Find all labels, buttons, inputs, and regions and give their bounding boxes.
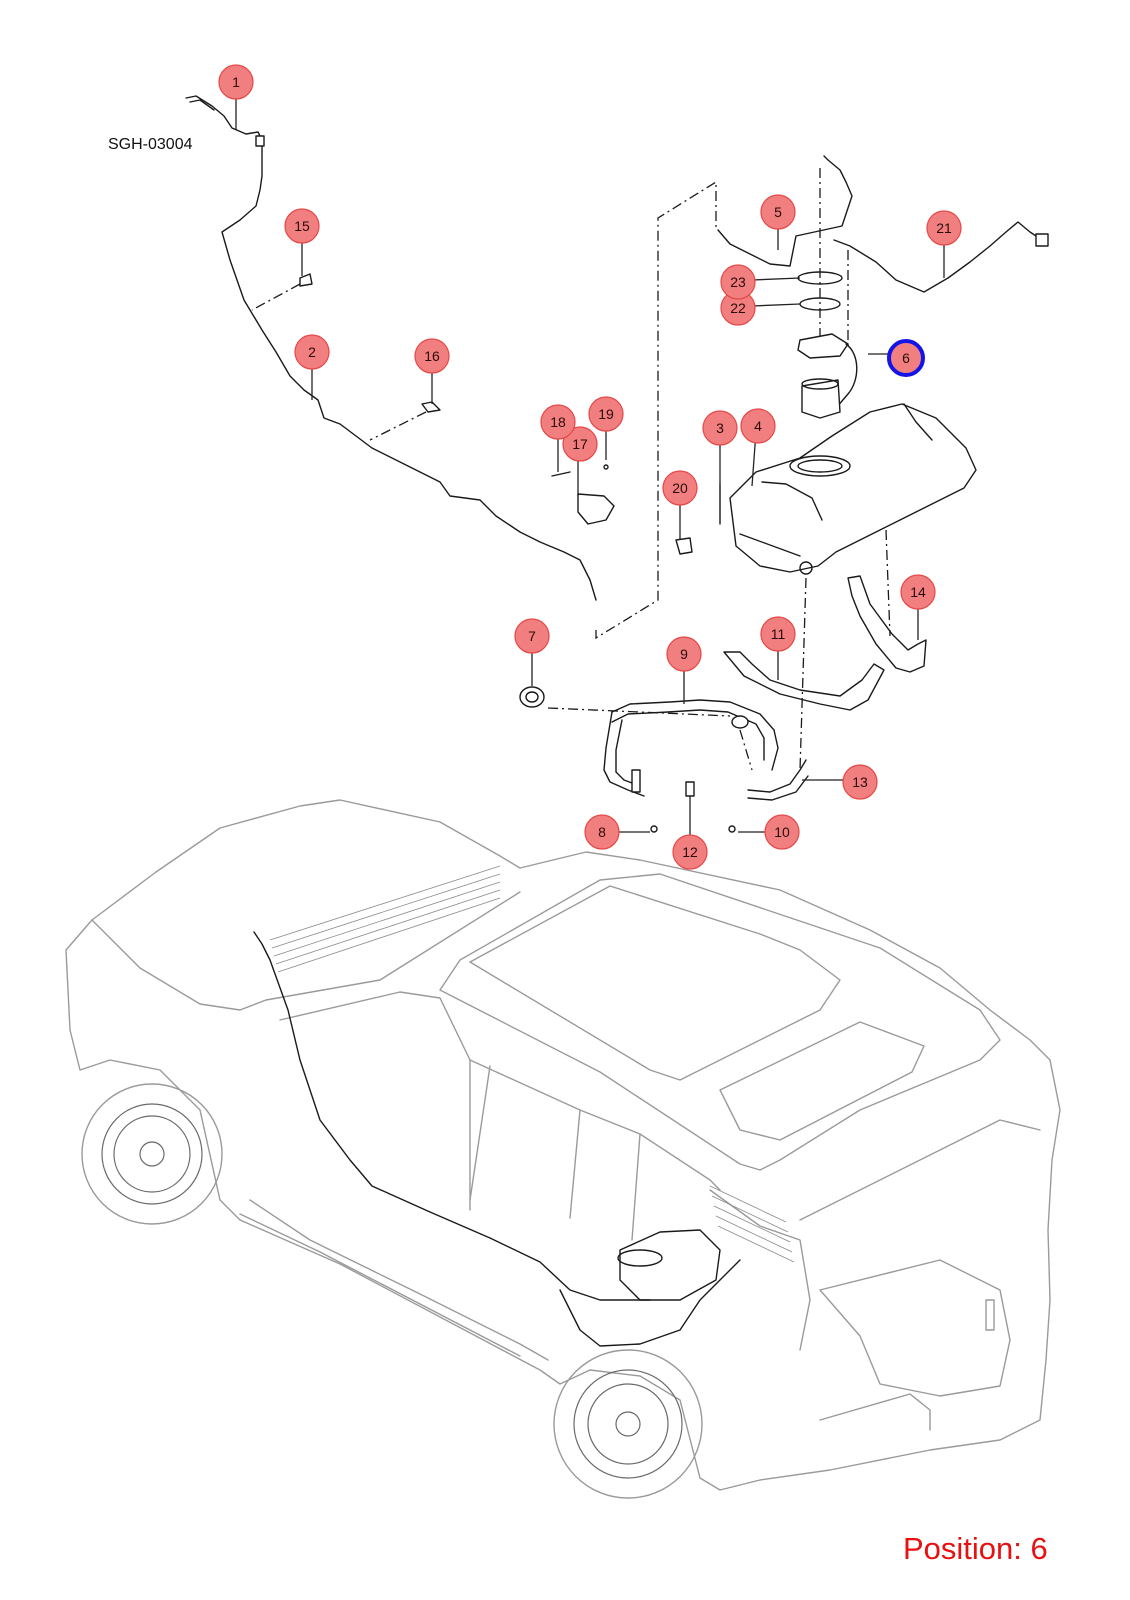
callout-19[interactable]: 19 — [588, 396, 624, 432]
part-16-clip — [421, 401, 441, 413]
part-21-harness — [833, 221, 1043, 293]
callout-21[interactable]: 21 — [926, 210, 962, 246]
diagram-code: SGH-03004 — [108, 136, 193, 153]
part-15-clip — [299, 273, 313, 287]
part-11-strap — [723, 651, 885, 711]
callout-4[interactable]: 4 — [740, 408, 776, 444]
callout-11-label: 11 — [771, 626, 786, 642]
callout-1-label: 1 — [232, 74, 240, 90]
callout-21-label: 21 — [936, 220, 952, 236]
callout-20[interactable]: 20 — [662, 470, 698, 506]
part-13-hose — [747, 759, 807, 793]
callout-11[interactable]: 11 — [760, 616, 796, 652]
callout-13[interactable]: 13 — [842, 764, 878, 800]
callout-3[interactable]: 3 — [702, 410, 738, 446]
dash-16 — [369, 411, 427, 441]
callout-17[interactable]: 17 — [562, 426, 598, 462]
callout-6-selected[interactable]: 6 — [887, 339, 925, 377]
callout-16[interactable]: 16 — [414, 338, 450, 374]
callout-4-label: 4 — [754, 418, 762, 434]
part-14-strap — [847, 575, 927, 673]
part-7-filler-cap — [519, 686, 545, 708]
callout-13-label: 13 — [852, 774, 868, 790]
callout-17-label: 17 — [572, 436, 588, 452]
callout-9-label: 9 — [680, 646, 688, 662]
part-4-fuel-tank — [729, 403, 977, 575]
callout-7[interactable]: 7 — [514, 618, 550, 654]
callout-8[interactable]: 8 — [584, 814, 620, 850]
callout-10[interactable]: 10 — [764, 814, 800, 850]
callout-18[interactable]: 18 — [540, 404, 576, 440]
callout-1[interactable]: 1 — [218, 64, 254, 100]
callout-15[interactable]: 15 — [284, 208, 320, 244]
callout-10-label: 10 — [774, 824, 790, 840]
callout-19-label: 19 — [598, 406, 614, 422]
callout-23[interactable]: 23 — [720, 264, 756, 300]
part-17-bracket — [551, 471, 615, 525]
assembly-centerlines — [547, 168, 891, 771]
position-label: Position: 6 — [903, 1531, 1048, 1566]
part-12-clamp — [685, 781, 695, 797]
callout-7-label: 7 — [528, 628, 536, 644]
part-5-vent-hose — [717, 155, 853, 267]
part-21-connector — [1035, 233, 1049, 247]
callout-22-label: 22 — [730, 300, 746, 316]
callout-12[interactable]: 12 — [672, 834, 708, 870]
callout-18-label: 18 — [550, 414, 566, 430]
callout-3-label: 3 — [716, 420, 724, 436]
part-9-filler-pipe — [603, 699, 779, 797]
part-6-fuel-pump — [797, 333, 858, 419]
callout-23-label: 23 — [730, 274, 746, 290]
callout-14[interactable]: 14 — [900, 574, 936, 610]
callout-2[interactable]: 2 — [294, 334, 330, 370]
part-20-sensor — [675, 537, 693, 555]
part-8-bolt — [650, 825, 658, 833]
part-19-screw — [603, 464, 609, 470]
part-10-bolt — [728, 825, 736, 833]
callout-12-label: 12 — [682, 844, 698, 860]
callout-6-label: 6 — [902, 350, 910, 366]
callout-5[interactable]: 5 — [760, 194, 796, 230]
callout-5-label: 5 — [774, 204, 782, 220]
callout-20-label: 20 — [672, 480, 688, 496]
callout-8-label: 8 — [598, 824, 606, 840]
callout-15-label: 15 — [294, 218, 310, 234]
dash-15 — [251, 283, 301, 311]
callout-2-label: 2 — [308, 344, 316, 360]
part-13-hose-b — [747, 775, 809, 801]
vehicle-outline — [65, 799, 1061, 1499]
callout-9[interactable]: 9 — [666, 636, 702, 672]
callout-14-label: 14 — [910, 584, 926, 600]
callout-22[interactable]: 22 — [720, 290, 756, 326]
callout-16-label: 16 — [424, 348, 440, 364]
part-1-brake-line-top — [185, 95, 597, 601]
